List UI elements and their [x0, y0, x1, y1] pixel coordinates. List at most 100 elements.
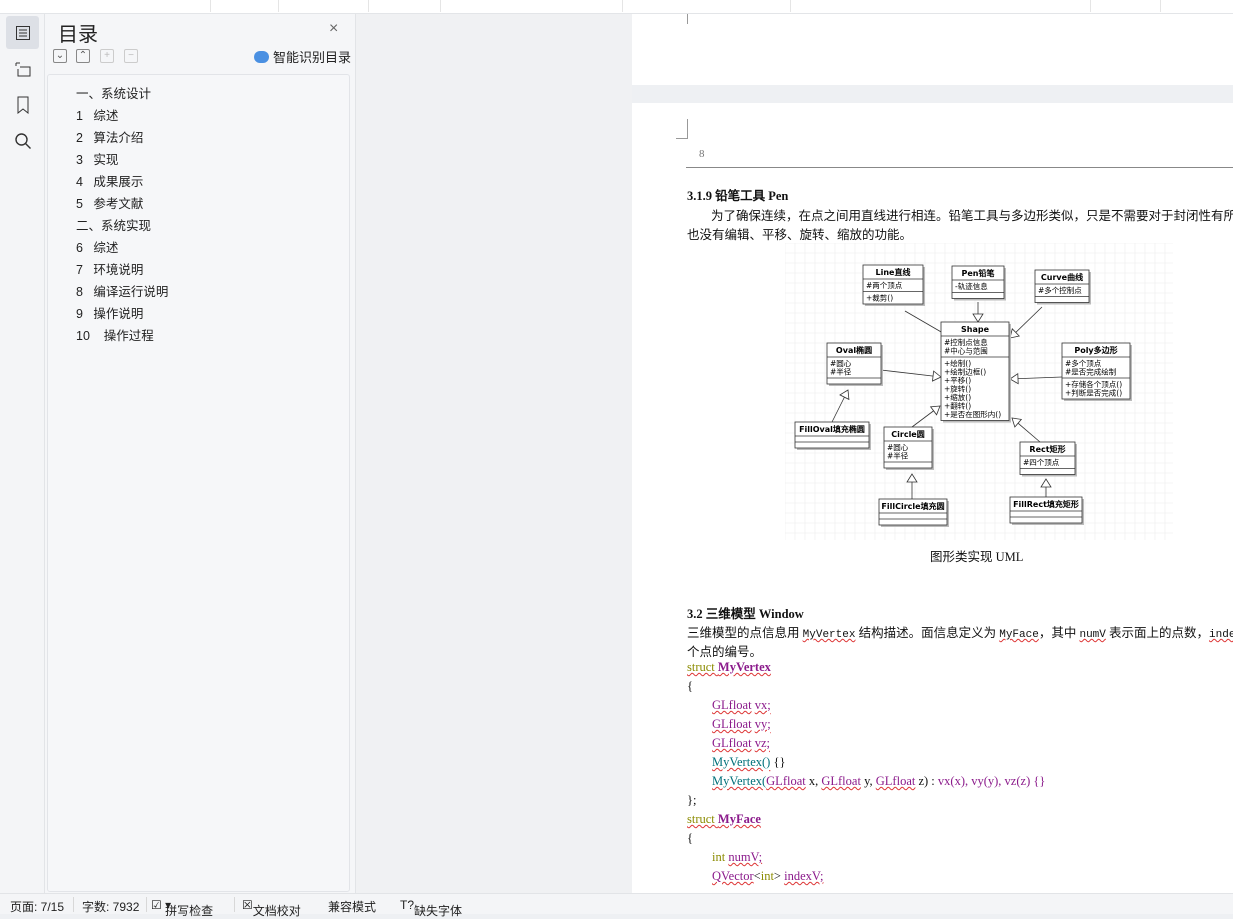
remove-icon[interactable]: −: [124, 49, 138, 63]
inheritance-arrow: [1009, 372, 1063, 385]
uml-class: Line直线 #两个顶点 +裁剪(): [862, 264, 925, 306]
toc-item[interactable]: 4 成果展示: [76, 175, 144, 189]
paragraph: 也没有编辑、平移、旋转、缩放的功能。: [687, 228, 913, 242]
inheritance-arrow: [906, 473, 918, 499]
page-number: 8: [699, 148, 705, 160]
inheritance-arrow: [1040, 478, 1052, 497]
uml-class-name: Circle圆: [891, 430, 924, 439]
uml-class: Pen铅笔 -轨迹信息: [951, 265, 1006, 301]
collapse-icon[interactable]: ⌃: [76, 49, 90, 63]
uml-class-name: Pen铅笔: [962, 268, 995, 278]
inheritance-arrow: [880, 369, 942, 382]
close-icon[interactable]: ×: [329, 20, 339, 37]
toc-panel: 目录 × ⌄ ⌃ + − 智能识别目录 一、系统设计 1 综述 2 算法介绍 3 实现…: [45, 14, 356, 893]
uml-attribute: -轨迹信息: [955, 281, 988, 291]
toc-item[interactable]: 7 环境说明: [76, 263, 144, 277]
uml-attribute: #控制点信息: [944, 337, 988, 347]
uml-method: +绘制边框(): [944, 367, 986, 377]
section-heading: 3.2 三维模型 Window: [687, 607, 804, 621]
paragraph: 三维模型的点信息用 MyVertex 结构描述。面信息定义为 MyFace，其中…: [687, 626, 1233, 641]
spell-check-button[interactable]: ☑ 拼写检查 ▾: [151, 898, 214, 918]
toc-item[interactable]: 二、系统实现: [76, 219, 152, 233]
bookmark-icon[interactable]: [6, 88, 39, 121]
uml-method: +缩放(): [944, 392, 971, 402]
toc-item[interactable]: 6 综述: [76, 241, 119, 255]
uml-class-name: FillRect填充矩形: [1013, 499, 1079, 509]
uml-class: Shape#控制点信息#中心与范围+绘制()+绘制边框()+平移()+旋转()+…: [940, 321, 1011, 423]
navigation-icon[interactable]: [6, 52, 39, 85]
uml-method: +平移(): [944, 375, 971, 385]
word-count[interactable]: 字数: 7932: [82, 900, 140, 914]
uml-class-name: Line直线: [876, 267, 911, 277]
uml-class-name: FillOval填充椭圆: [799, 424, 865, 434]
inheritance-arrow: [972, 302, 984, 323]
uml-class: Curve曲线 #多个控制点: [1034, 269, 1091, 305]
smart-toc-button[interactable]: 智能识别目录: [254, 47, 351, 66]
toc-item[interactable]: 1 综述: [76, 109, 119, 123]
uml-class: FillRect填充矩形: [1009, 496, 1084, 525]
section-heading: 3.1.9 铅笔工具 Pen: [687, 189, 789, 203]
header-rule: [686, 167, 1233, 168]
uml-method: +旋转(): [944, 384, 971, 394]
status-bar: 页面: 7/15 字数: 7932 ☑ 拼写检查 ▾ ☒ 文档校对 兼容模式 T…: [0, 893, 1233, 918]
uml-method: +裁剪(): [866, 293, 893, 303]
ai-icon: [254, 50, 269, 63]
workspace-background: [356, 14, 632, 893]
sidebar-rail: [0, 14, 45, 893]
toc-icon[interactable]: [6, 16, 39, 49]
toc-item[interactable]: 8 编译运行说明: [76, 285, 169, 299]
uml-class: FillCircle填充圆: [878, 498, 949, 527]
page-indicator[interactable]: 页面: 7/15: [10, 900, 65, 914]
inheritance-arrow: [1009, 306, 1043, 339]
uml-class: Poly多边形#多个顶点#是否完成绘制+存储各个顶点()+判断是否完成(): [1061, 342, 1132, 401]
toc-list: 一、系统设计 1 综述 2 算法介绍 3 实现 4 成果展示 5 参考文献二、系统实现 6 …: [47, 74, 350, 892]
document-page[interactable]: 8 3.1.9 铅笔工具 Pen 为了确保连续，在点之间用直线进行相连。铅笔工具…: [632, 103, 1233, 893]
expand-icon[interactable]: ⌄: [53, 49, 67, 63]
figure-caption: 图形类实现 UML: [930, 550, 1024, 564]
uml-attribute: #是否完成绘制: [1065, 367, 1116, 377]
uml-class: Circle圆 #圆心#半径: [883, 426, 934, 470]
uml-attribute: #圆心: [887, 443, 909, 452]
uml-attribute: #半径: [887, 451, 909, 461]
toc-item[interactable]: 9 操作说明: [76, 307, 144, 321]
toc-item[interactable]: 一、系统设计: [76, 87, 152, 101]
uml-class: Oval椭圆 #圆心#半径: [826, 342, 883, 386]
uml-attribute: #多个顶点: [1065, 358, 1102, 368]
compat-mode: 兼容模式: [328, 900, 377, 914]
toc-item[interactable]: 2 算法介绍: [76, 131, 144, 145]
inheritance-arrow: [831, 389, 850, 423]
uml-diagram: Line直线 #两个顶点 +裁剪() Pen铅笔 -轨迹信息 Curve曲线 #多个控制点 S…: [784, 242, 1173, 544]
uml-class-name: Oval椭圆: [836, 345, 872, 355]
toc-item[interactable]: 10 操作过程: [76, 329, 154, 343]
uml-method: +是否在图形内(): [944, 409, 1001, 419]
uml-attribute: #圆心: [830, 359, 852, 368]
add-icon[interactable]: +: [100, 49, 114, 63]
paragraph: 为了确保连续，在点之间用直线进行相连。铅笔工具与多边形类似，只是不需要对于封闭性…: [711, 209, 1233, 223]
uml-attribute: #半径: [830, 367, 852, 377]
uml-attribute: #两个顶点: [866, 281, 903, 290]
uml-class-name: Shape: [961, 325, 990, 334]
smart-toc-label: 智能识别目录: [273, 50, 352, 65]
uml-attribute: #四个顶点: [1023, 458, 1060, 467]
uml-class-name: FillCircle填充圆: [881, 501, 944, 511]
inheritance-arrow: [911, 405, 941, 428]
toc-item[interactable]: 5 参考文献: [76, 197, 144, 211]
proofread-button[interactable]: ☒ 文档校对: [242, 898, 301, 918]
uml-class: FillOval填充椭圆: [794, 421, 871, 450]
paragraph: 个点的编号。: [687, 645, 763, 659]
uml-method: +绘制(): [944, 358, 971, 368]
toc-item[interactable]: 3 实现: [76, 153, 119, 167]
uml-method: +存储各个顶点(): [1065, 379, 1122, 389]
uml-method: +判断是否完成(): [1065, 388, 1122, 398]
uml-attribute: #多个控制点: [1038, 285, 1082, 295]
uml-method: +翻转(): [944, 401, 971, 411]
uml-class: Rect矩形 #四个顶点: [1019, 441, 1077, 477]
panel-title: 目录: [58, 24, 98, 46]
uml-class-name: Rect矩形: [1029, 444, 1065, 454]
uml-attribute: #中心与范围: [944, 346, 988, 356]
search-icon[interactable]: [6, 124, 39, 157]
missing-font-button[interactable]: T? 缺失字体: [400, 898, 463, 918]
uml-class-name: Curve曲线: [1041, 272, 1083, 282]
inheritance-arrow: [1011, 417, 1041, 443]
top-toolbar: [0, 0, 1233, 14]
